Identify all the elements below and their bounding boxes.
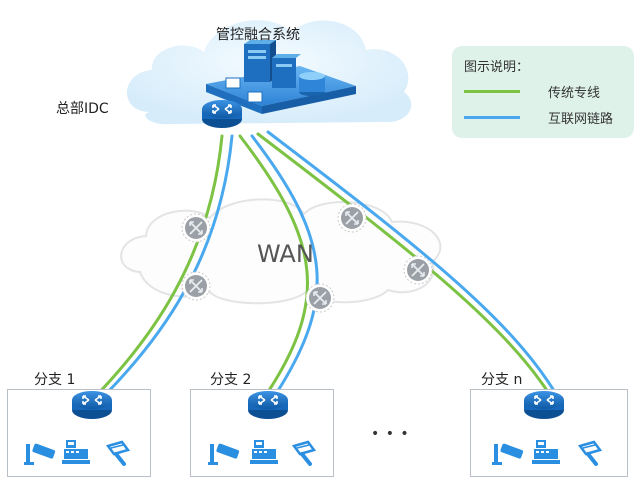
barcode-scanner-icon — [578, 440, 602, 466]
branch-n-router-icon — [523, 390, 565, 420]
wan-label: WAN — [257, 240, 314, 268]
cash-register-icon — [250, 440, 278, 464]
barcode-scanner-icon — [292, 440, 316, 466]
branchn-private-line — [256, 132, 550, 394]
branch-1-router-icon — [71, 390, 113, 420]
cash-register-icon — [532, 440, 560, 464]
legend-item-internet-link: 互联网链路 — [464, 108, 629, 127]
legend-title: 图示说明： — [464, 60, 530, 75]
system-title: 管控融合系统 — [216, 27, 300, 43]
camera-icon — [24, 443, 56, 465]
branch-2-label: 分支 2 — [210, 372, 252, 388]
legend: 图示说明： 传统专线 互联网链路 — [452, 46, 634, 138]
branch-2-router-icon — [247, 390, 289, 420]
barcode-scanner-icon — [106, 440, 130, 466]
legend-label: 互联网链路 — [548, 112, 614, 127]
hq-label: 总部IDC — [56, 101, 109, 117]
branch1-private-line — [92, 134, 224, 400]
server-cluster-icon — [206, 40, 356, 114]
branch-n-label: 分支 n — [481, 372, 523, 388]
legend-item-private-line: 传统专线 — [464, 82, 629, 101]
branch-1-label: 分支 1 — [34, 372, 76, 388]
cash-register-icon — [62, 440, 90, 464]
legend-swatch — [464, 116, 520, 119]
camera-icon — [208, 443, 240, 465]
legend-label: 传统专线 — [548, 86, 601, 101]
branch2-internet-link — [250, 134, 319, 402]
more-branches-ellipsis: • • • — [371, 426, 410, 442]
legend-swatch — [464, 90, 520, 93]
camera-icon — [492, 443, 524, 465]
branch2-private-line — [238, 134, 309, 400]
branchn-internet-link — [266, 130, 558, 396]
